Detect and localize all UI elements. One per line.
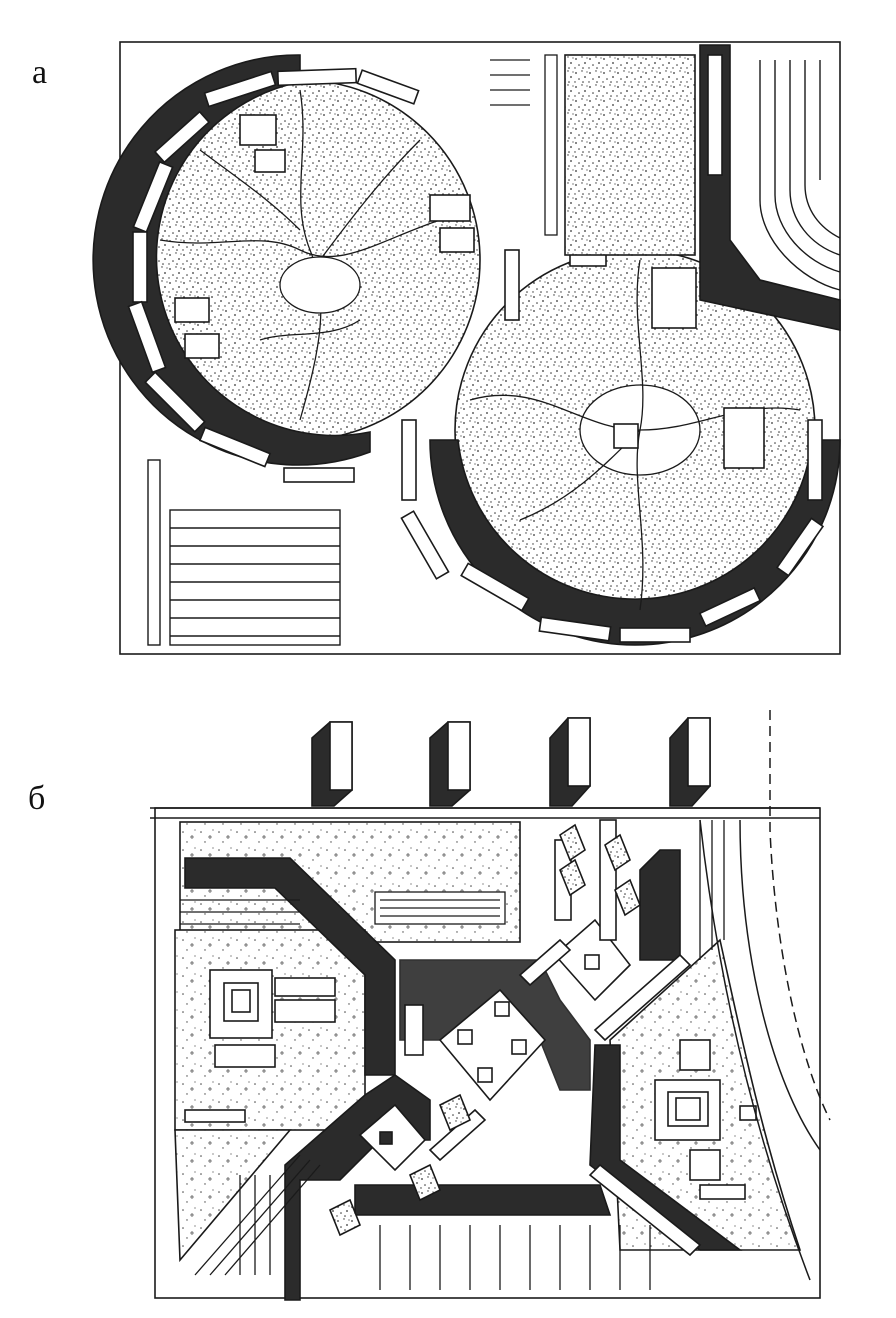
courtyard-right-paths [469,259,801,611]
courtyard-left-paths [159,89,441,421]
parking-stripes-a [147,459,341,646]
central-block-b [358,918,632,1172]
gallery-segments-left [127,67,420,483]
white-galleries-b [404,819,702,1257]
plan-a [92,41,841,655]
slab-building-right [699,44,841,331]
curved-road-b [699,710,831,1281]
parking-stripes-b [180,820,725,1290]
towers-top-b [311,717,711,807]
small-buildings-left [174,114,475,359]
gallery-segments-right [400,54,825,643]
stripes-top-middle-a [490,54,558,236]
panel-label-a: а [32,54,48,91]
left-complex-b [184,969,336,1123]
lot-top-middle-a [564,54,696,256]
panel-label-b: б [28,780,46,817]
stripes-top-right-a [759,60,841,291]
plan-b [150,710,831,1301]
diamond-courts-b [328,823,641,1237]
right-complex-b [654,1039,757,1200]
